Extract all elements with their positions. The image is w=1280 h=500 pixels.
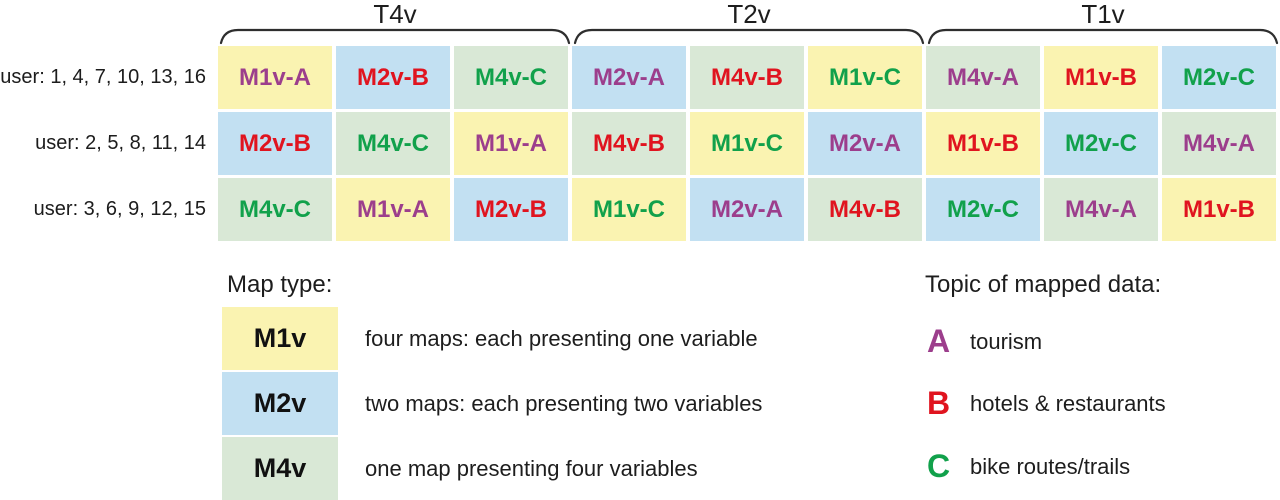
row-label-users-2: user: 2, 5, 8, 11, 14 xyxy=(35,132,206,154)
map-type-description: one map presenting four variables xyxy=(365,456,698,481)
table-cell-m2v-a: M2v-A xyxy=(690,178,804,241)
group-header-t1v: T1v xyxy=(1081,0,1125,29)
table-cell-m4v-a: M4v-A xyxy=(1162,112,1276,175)
table-cell-m2v-c: M2v-C xyxy=(1162,46,1276,109)
topic-description: hotels & restaurants xyxy=(970,391,1166,416)
table-cell-m1v-a: M1v-A xyxy=(454,112,568,175)
table-cell-m4v-a: M4v-A xyxy=(1044,178,1158,241)
brace-t4v xyxy=(219,28,571,45)
topic-description: tourism xyxy=(970,329,1043,354)
table-cell-m2v-c: M2v-C xyxy=(1044,112,1158,175)
table-cell-m2v-a: M2v-A xyxy=(572,46,686,109)
table-cell-m1v-a: M1v-A xyxy=(218,46,332,109)
table-cell-m2v-b: M2v-B xyxy=(336,46,450,109)
table-cell-m1v-b: M1v-B xyxy=(1162,178,1276,241)
topic-letter: C xyxy=(927,448,951,484)
table-cell-m4v-a: M4v-A xyxy=(926,46,1040,109)
table-cell-m1v-b: M1v-B xyxy=(926,112,1040,175)
row-label-users-3: user: 3, 6, 9, 12, 15 xyxy=(33,198,206,220)
table-cell-m4v-c: M4v-C xyxy=(454,46,568,109)
map-type-swatch: M2v xyxy=(222,372,338,435)
topic-description: bike routes/trails xyxy=(970,454,1131,479)
table-cell-m2v-a: M2v-A xyxy=(808,112,922,175)
brace-t2v xyxy=(573,28,925,45)
table-cell-m1v-b: M1v-B xyxy=(1044,46,1158,109)
table-cell-m2v-c: M2v-C xyxy=(926,178,1040,241)
table-cell-m1v-c: M1v-C xyxy=(690,112,804,175)
table-cell-m1v-a: M1v-A xyxy=(336,178,450,241)
table-cell-m4v-c: M4v-C xyxy=(336,112,450,175)
topic-legend-title: Topic of mapped data: xyxy=(925,271,1162,298)
map-type-swatch: M4v xyxy=(222,437,338,500)
group-header-t2v: T2v xyxy=(727,0,771,29)
map-type-swatch: M1v xyxy=(222,307,338,370)
map-type-description: two maps: each presenting two variables xyxy=(365,391,763,416)
brace-t1v xyxy=(927,28,1279,45)
table-cell-m4v-b: M4v-B xyxy=(808,178,922,241)
table-cell-m4v-b: M4v-B xyxy=(572,112,686,175)
map-type-description: four maps: each presenting one variable xyxy=(365,326,758,351)
row-label-users-1: user: 1, 4, 7, 10, 13, 16 xyxy=(0,66,206,88)
table-cell-m1v-c: M1v-C xyxy=(808,46,922,109)
table-cell-m2v-b: M2v-B xyxy=(218,112,332,175)
topic-letter: B xyxy=(927,385,951,421)
table-cell-m4v-b: M4v-B xyxy=(690,46,804,109)
topic-letter: A xyxy=(927,323,951,359)
table-cell-m1v-c: M1v-C xyxy=(572,178,686,241)
table-cell-m4v-c: M4v-C xyxy=(218,178,332,241)
map-type-legend-title: Map type: xyxy=(227,271,333,298)
table-cell-m2v-b: M2v-B xyxy=(454,178,568,241)
group-header-t4v: T4v xyxy=(373,0,417,29)
